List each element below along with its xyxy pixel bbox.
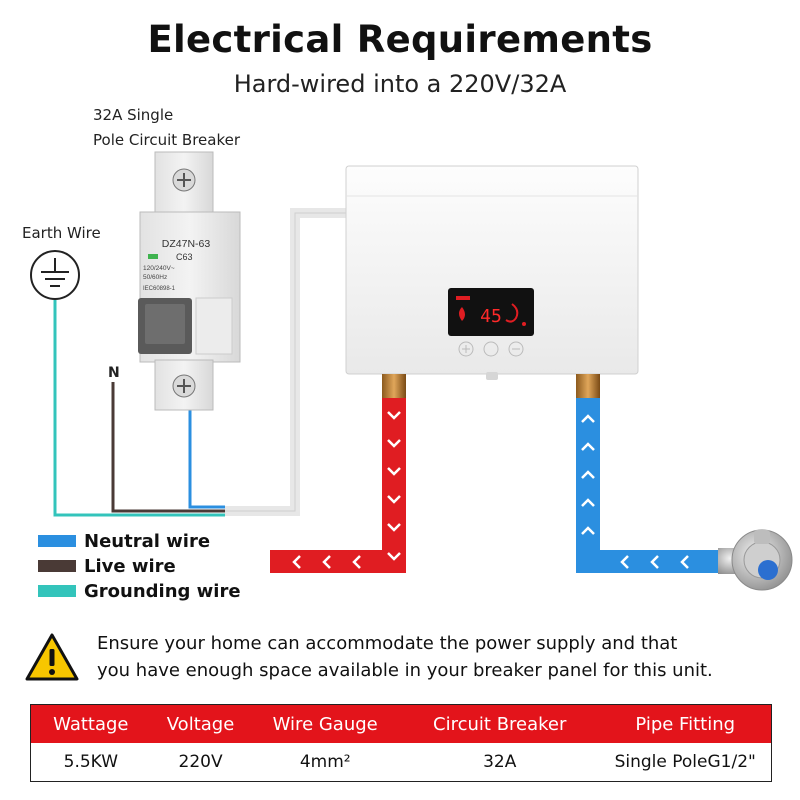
legend-swatch-grounding (38, 585, 76, 597)
breaker-caption-line2: Pole Circuit Breaker (93, 131, 240, 149)
heater-control-buttons (458, 341, 524, 357)
neutral-marker: N (108, 365, 120, 381)
legend-swatch-neutral (38, 535, 76, 547)
circuit-breaker (138, 151, 241, 411)
breaker-rating: C63 (176, 252, 193, 262)
warning-icon (25, 633, 79, 681)
cold-inlet-fitting (576, 374, 600, 398)
header-wattage: Wattage (53, 713, 129, 735)
notice: Ensure your home can accommodate the pow… (97, 630, 777, 684)
spec-table: Wattage Voltage Wire Gauge Circuit Break… (30, 704, 772, 782)
breaker-caption-line1: 32A Single (93, 106, 174, 124)
value-pipe-fitting: Single PoleG1/2" (614, 752, 756, 772)
value-voltage: 220V (178, 752, 223, 772)
header-pipe-fitting: Pipe Fitting (635, 713, 736, 735)
value-circuit-breaker: 32A (483, 752, 517, 772)
supply-cable (225, 208, 350, 516)
value-wire-gauge: 4mm² (299, 752, 351, 772)
spec-table-header: Wattage Voltage Wire Gauge Circuit Break… (31, 705, 771, 743)
hot-flow-arrows (292, 411, 401, 569)
legend-label-grounding: Grounding wire (84, 580, 241, 602)
legend-grounding: Grounding wire (38, 580, 241, 602)
wiring-diagram: DZ47N-63 C63 120/240V~ 50/60Hz IEC60898-… (30, 151, 793, 591)
spec-table-row: 5.5KW 220V 4mm² 32A Single PoleG1/2" (31, 743, 771, 781)
grounding-wire (53, 300, 225, 517)
valve-icon (718, 529, 793, 591)
earth-ground-icon (30, 250, 80, 300)
notice-line1: Ensure your home can accommodate the pow… (97, 633, 678, 654)
legend-swatch-live (38, 560, 76, 572)
value-wattage: 5.5KW (63, 752, 119, 772)
breaker-model: DZ47N-63 (162, 238, 211, 250)
water-heater (345, 165, 639, 380)
breaker-standard: IEC60898-1 (143, 286, 176, 292)
hot-outlet-fitting (382, 374, 406, 398)
page-title: Electrical Requirements (147, 18, 653, 61)
legend-label-live: Live wire (84, 555, 176, 577)
legend-neutral: Neutral wire (38, 530, 210, 552)
page-subtitle: Hard-wired into a 220V/32A (233, 70, 567, 98)
neutral-wire (188, 410, 225, 509)
live-wire (111, 382, 225, 513)
header-voltage: Voltage (166, 713, 235, 735)
wires (53, 208, 350, 517)
cold-water-pipe (576, 398, 730, 573)
breaker-spec-1: 120/240V~ (143, 265, 175, 272)
cold-flow-arrows (581, 414, 689, 569)
header-wire-gauge: Wire Gauge (272, 713, 378, 735)
legend-label-neutral: Neutral wire (84, 530, 211, 552)
heater-display-value: 45 (480, 306, 502, 327)
supply-cable-edge (225, 212, 350, 512)
notice-line2: you have enough space available in your … (97, 660, 713, 681)
earth-wire-label: Earth Wire (22, 224, 101, 242)
header-circuit-breaker: Circuit Breaker (433, 713, 567, 735)
legend-live: Live wire (38, 555, 176, 577)
breaker-spec-2: 50/60Hz (143, 274, 167, 281)
